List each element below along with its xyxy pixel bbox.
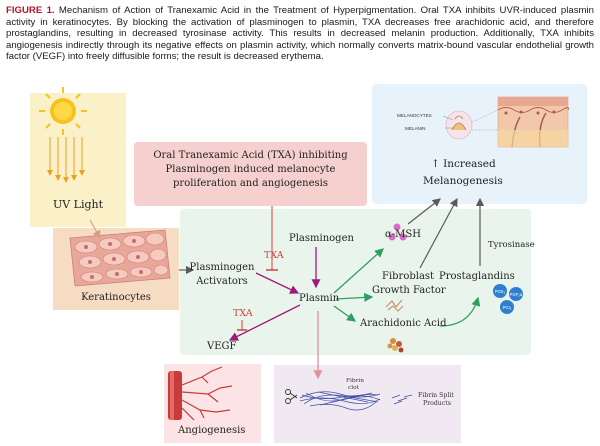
- vegf-label: VEGF: [207, 341, 237, 352]
- fibrin-clot-label-2: clot: [348, 385, 360, 391]
- txa-box-line-3: proliferation and angiogenesis: [173, 178, 328, 189]
- caption-label: FIGURE 1.: [6, 5, 55, 16]
- arrow-uv-to-keratinocytes: [89, 219, 101, 240]
- arrow-alphamsh-to-melanogenesis: [407, 198, 441, 225]
- uv-rays: [47, 137, 85, 183]
- scissors-icon: [285, 389, 298, 404]
- skin-cross-section-illustration: [442, 96, 569, 148]
- sun-icon: [39, 87, 87, 135]
- txa-label-2: TXA: [233, 308, 253, 319]
- pg-badge-3: PGI₂: [503, 305, 512, 310]
- fibroblast-illustration: [385, 299, 404, 312]
- fibrin-clot-illustration: [299, 391, 381, 411]
- plasmin-label: Plasmin: [299, 293, 340, 304]
- arrow-plasmin-to-arachidonic: [333, 305, 357, 322]
- fibroblast-gf-line-2: Growth Factor: [372, 285, 446, 296]
- figure-caption: FIGURE 1. Mechanism of Action of Tranexa…: [6, 5, 594, 63]
- alpha-msh-label: α-MSH: [385, 229, 421, 240]
- fibrin-clot-label-1: Fibrin: [346, 378, 364, 384]
- increased-melanogenesis-line-2: Melanogenesis: [423, 175, 503, 187]
- fibrin-panel: [274, 365, 461, 443]
- angiogenesis-label: Angiogenesis: [178, 425, 246, 436]
- txa-box-line-1: Oral Tranexamic Acid (TXA) inhibiting: [153, 150, 348, 161]
- txa-box: [134, 142, 367, 206]
- fibrin-split-illustration: [391, 394, 413, 405]
- increased-melanogenesis-line-1: ↑ Increased: [431, 158, 496, 170]
- arachidonic-acid-label: Arachidonic Acid: [360, 318, 447, 329]
- fibroblast-gf-line-1: Fibroblast: [382, 271, 435, 282]
- tyrosinase-label: Tyrosinase: [488, 240, 535, 250]
- txa-label-1: TXA: [264, 250, 284, 261]
- alpha-msh-dots: [388, 223, 407, 241]
- uv-light-label: UV Light: [52, 198, 104, 211]
- plasminogen-label: Plasminogen: [289, 233, 354, 244]
- melanin-label: MELANIN: [405, 126, 425, 131]
- arrow-arachidonic-to-prostaglandins: [439, 296, 481, 327]
- plasminogen-activators-line-2: Activators: [196, 276, 248, 287]
- keratinocyte-cells-illustration: [69, 229, 171, 287]
- pg-badge-1: PGE₂: [495, 289, 506, 294]
- caption-text: Mechanism of Action of Tranexamic Acid i…: [6, 5, 594, 63]
- fibrin-split-label-2: Products: [423, 400, 451, 407]
- prostaglandins-label: Prostaglandins: [439, 271, 515, 282]
- txa-box-line-2: Plasminogen induced melanocyte: [165, 164, 336, 175]
- keratinocytes-label: Keratinocytes: [81, 292, 151, 303]
- fibrin-split-label-1: Fibrin Split: [418, 392, 454, 399]
- arrow-plasmin-to-alphamsh: [333, 248, 384, 294]
- blood-vessel-illustration: [168, 366, 233, 421]
- prostaglandin-badges: [493, 284, 523, 314]
- plasminogen-activators-line-1: Plasminogen: [189, 262, 255, 273]
- arrow-activators-to-plasmin: [255, 272, 300, 294]
- arrow-fgf-to-melanogenesis: [419, 197, 458, 269]
- melanocytes-label: MELANOCYTES: [397, 113, 432, 118]
- arachidonic-acid-molecule: [387, 338, 404, 353]
- uv-panel: [30, 93, 126, 227]
- arrow-plasmin-to-fgf: [335, 292, 374, 302]
- arrow-plasmin-to-vegf: [228, 304, 301, 341]
- pg-badge-2: PGF₂α: [510, 292, 523, 297]
